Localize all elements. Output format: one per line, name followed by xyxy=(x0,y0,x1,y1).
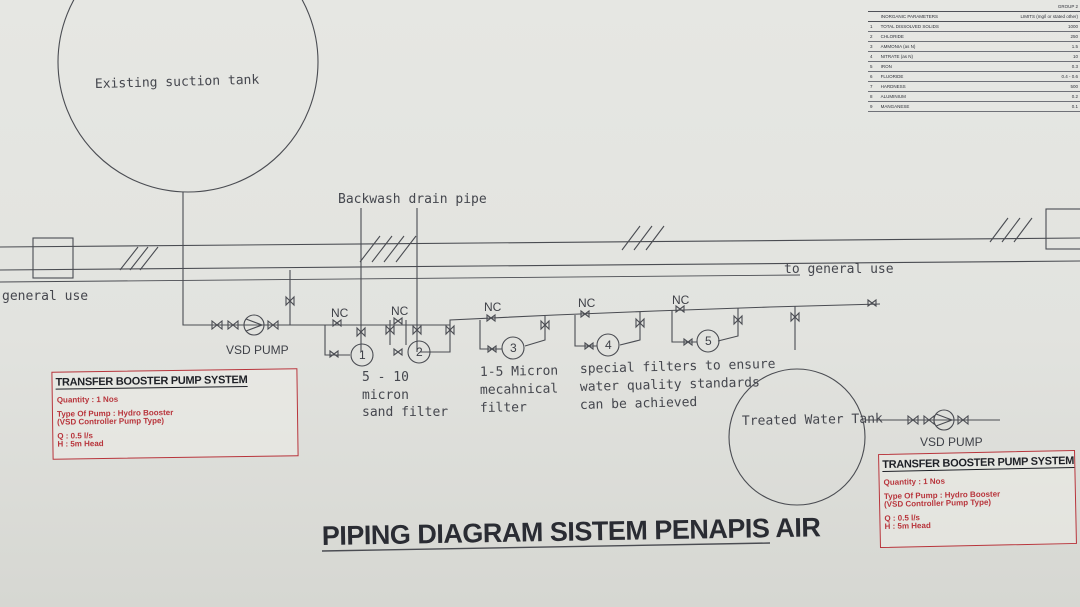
vsd-pump-left-label: VSD PUMP xyxy=(226,343,289,357)
treated-water-tank xyxy=(728,368,866,506)
valve-icons xyxy=(285,295,877,359)
pump-spec-box-left: TRANSFER BOOSTER PUMP SYSTEM Quantity : … xyxy=(51,368,299,460)
filter-4-number: 4 xyxy=(605,338,612,352)
pipe-break-marks xyxy=(119,217,1033,271)
pump-box-header: TRANSFER BOOSTER PUMP SYSTEM xyxy=(882,454,1075,472)
sand-filter-note-1: 5 - 10 xyxy=(362,370,409,385)
mech-filter-note-3: filter xyxy=(480,400,527,416)
param-table-col-limit: LIMITS (mg/l or stated other) xyxy=(979,11,1080,22)
special-filter-note-1: special filters to ensure xyxy=(580,357,776,377)
vsd-pump-left-icon xyxy=(211,314,279,336)
sand-filter-note-3: sand filter xyxy=(362,405,448,420)
general-use-left-label: general use xyxy=(2,289,88,304)
pipe-block-left xyxy=(32,237,74,279)
nc-label: NC xyxy=(672,293,690,307)
filter1-inlet xyxy=(290,324,350,356)
diagram-title: PIPING DIAGRAM SISTEM PENAPIS AIR xyxy=(322,512,821,551)
mech-filter-note-1: 1-5 Micron xyxy=(480,364,559,380)
filter-5-number: 5 xyxy=(705,334,712,348)
main-pipe-top xyxy=(0,237,1080,248)
suction-line xyxy=(182,192,290,326)
nc-label: NC xyxy=(331,306,349,320)
water-quality-parameter-table: GROUP 2 INORGANIC PARAMETERS LIMITS (mg/… xyxy=(868,2,1080,112)
mech-filter-note-2: mecahnical xyxy=(480,382,559,398)
nc-label: NC xyxy=(391,304,409,318)
pump-box-head: H : 5m Head xyxy=(884,520,931,531)
pipe-block-right xyxy=(1045,208,1080,250)
filter-1 xyxy=(350,343,374,367)
vsd-pump-right-label: VSD PUMP xyxy=(920,435,983,449)
treated-tank-label: Treated Water Tank xyxy=(742,412,883,429)
filter-1-number: 1 xyxy=(359,348,366,362)
filter-2-number: 2 xyxy=(416,345,423,359)
filter-2 xyxy=(407,340,431,364)
backwash-label: Backwash drain pipe xyxy=(338,192,487,207)
param-table-col-param: INORGANIC PARAMETERS xyxy=(878,11,980,22)
pump-spec-box-right: TRANSFER BOOSTER PUMP SYSTEM Quantity : … xyxy=(878,449,1077,549)
pump-box-head: H : 5m Head xyxy=(57,438,104,449)
param-table-group: GROUP 2 xyxy=(979,2,1080,12)
special-filter-note-2: water quality standards xyxy=(580,375,760,395)
suction-tank-label: Existing suction tank xyxy=(95,73,260,92)
special-filter-note-3: can be achieved xyxy=(580,395,698,413)
sand-filter-note-2: micron xyxy=(362,388,409,403)
filter-5 xyxy=(696,329,720,353)
general-use-pipe xyxy=(0,274,801,283)
nc-label: NC xyxy=(484,300,502,314)
filter-3-number: 3 xyxy=(510,341,517,355)
filter-4 xyxy=(596,333,620,357)
nc-label: NC xyxy=(578,296,596,310)
vsd-pump-right-icon xyxy=(907,409,969,431)
general-use-right-label: to general use xyxy=(784,262,894,277)
suction-tank xyxy=(57,0,319,193)
title-underline xyxy=(321,542,771,552)
pump-box-header: TRANSFER BOOSTER PUMP SYSTEM xyxy=(55,373,248,390)
filter-3 xyxy=(501,336,525,360)
main-pipe-bottom xyxy=(0,260,1080,271)
